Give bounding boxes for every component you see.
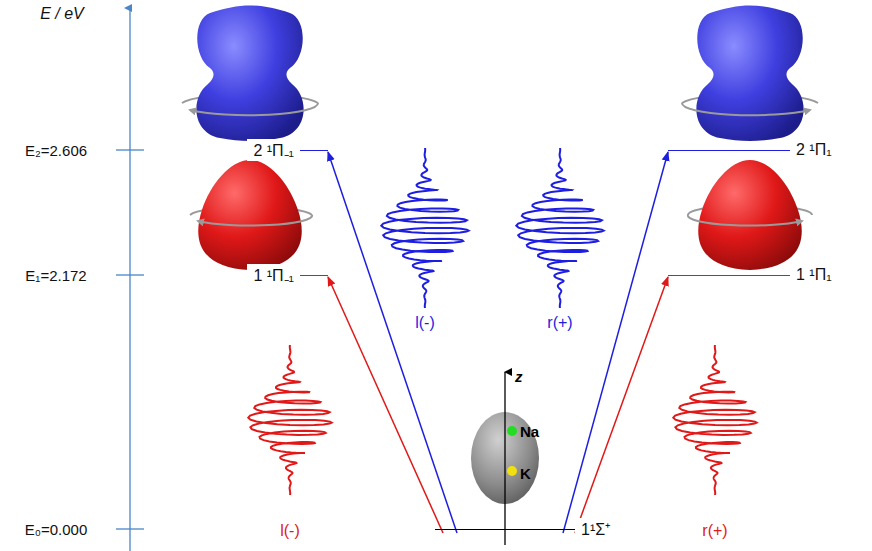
state-label: 1 ¹Π₁ <box>790 266 838 284</box>
axis-tick <box>116 528 144 529</box>
transition-arrow <box>563 152 668 533</box>
level-line <box>435 529 575 530</box>
energy-level: 1¹Σ⁺ <box>435 518 616 540</box>
transition-arrow <box>328 152 457 533</box>
level-line <box>300 275 328 276</box>
energy-level: 2 ¹Π₁ <box>668 141 838 159</box>
molecule <box>471 372 539 545</box>
state-label: 1 ¹Π₋₁ <box>247 264 300 286</box>
level-line <box>668 150 790 151</box>
level-line <box>300 150 328 151</box>
energy-level: 1 ¹Π₁ <box>668 266 838 284</box>
laser-pulses <box>248 148 756 495</box>
energy-value: E₂=2.606 <box>25 142 87 159</box>
pulse-label: l(-) <box>280 522 300 540</box>
state-label: 2 ¹Π₋₁ <box>247 139 300 161</box>
pulse-label: r(+) <box>702 522 727 540</box>
energy-axis <box>129 8 130 551</box>
axis-tick <box>116 149 144 150</box>
level-line <box>668 275 790 276</box>
orbital-blue-left <box>182 6 318 142</box>
energy-value: E₀=0.000 <box>25 521 88 538</box>
axis-title: E / eV <box>40 5 84 23</box>
atom-label: Na <box>520 423 539 440</box>
k-atom <box>507 466 517 476</box>
state-label: 1¹Σ⁺ <box>575 518 616 540</box>
transition-arrow <box>575 277 668 533</box>
energy-level: 2 ¹Π₋₁ <box>247 139 328 161</box>
orbital-red-right <box>688 160 812 270</box>
pulse-helix <box>673 345 756 495</box>
pulse-label: r(+) <box>547 314 572 332</box>
pulse-helix <box>516 148 603 308</box>
atom-label: K <box>520 465 531 482</box>
pulse-helix <box>248 345 331 495</box>
transition-arrow <box>328 277 443 533</box>
orbital-blue-right <box>682 6 818 142</box>
axis-label: z <box>515 368 523 385</box>
state-label: 2 ¹Π₁ <box>790 141 838 159</box>
pulse-helix <box>381 148 468 308</box>
energy-level: 1 ¹Π₋₁ <box>247 264 328 286</box>
na-atom <box>507 426 517 436</box>
energy-value: E₁=2.172 <box>25 267 86 284</box>
axis-tick <box>116 274 144 275</box>
pulse-label: l(-) <box>415 314 435 332</box>
orbital-red-left <box>190 160 312 270</box>
